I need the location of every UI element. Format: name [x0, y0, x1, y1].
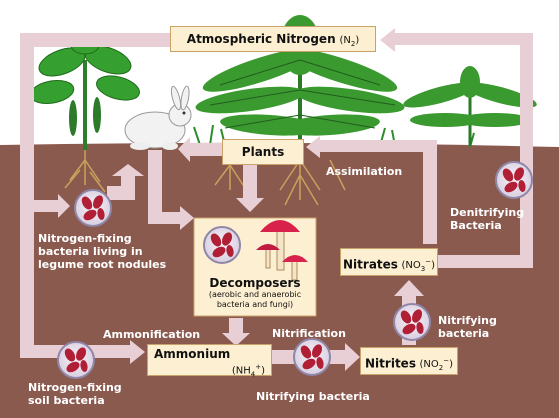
- mushroom-icon: [256, 220, 308, 281]
- ammonium-label: Ammonium: [154, 347, 231, 361]
- assimilation-label: Assimilation: [326, 165, 403, 178]
- nitrates-formula: (NO3−): [401, 258, 435, 274]
- nitrifying-bacteria-right-label: Nitrifying bacteria: [438, 314, 497, 340]
- soil-bacteria-icon: [57, 341, 95, 379]
- denitrifying-bacteria-label: Denitrifying Bacteria: [450, 206, 525, 232]
- decomposer-bacteria-icon: [203, 226, 241, 264]
- nitrates-node: Nitrates (NO3−): [340, 248, 438, 276]
- nitrates-label: Nitrates: [343, 257, 398, 272]
- denitrifying-bacteria-icon: [495, 161, 533, 199]
- decomposers-note-1: (aerobic and anaerobic: [208, 290, 302, 299]
- atmospheric-nitrogen-node: Atmospheric Nitrogen (N2): [170, 26, 376, 52]
- nodule-bacteria-icon: [74, 189, 112, 227]
- legume-plant-icon: [29, 35, 140, 150]
- nitrification-label: Nitrification: [272, 327, 346, 340]
- nitrogen-fixing-soil-label: Nitrogen-fixing soil bacteria: [28, 381, 122, 407]
- small-fern-icon: [403, 66, 537, 146]
- nitrites-node: Nitrites (NO2−): [360, 347, 458, 375]
- ammonium-node: Ammonium (NH4+): [147, 344, 272, 378]
- ammonium-formula: (NH4+): [231, 363, 265, 379]
- fern-plant-icon: [195, 15, 405, 145]
- decomposers-note-2: bacteria and fungi): [216, 300, 294, 309]
- nitrifying-bacteria-bottom-label: Nitrifying bacteria: [256, 390, 370, 403]
- atmospheric-nitrogen-formula: (N2): [339, 35, 360, 48]
- decomposers-label: Decomposers: [209, 276, 301, 290]
- grass-icon: [193, 124, 475, 148]
- nitrifying-bacteria-bottom-icon: [293, 338, 331, 376]
- plants-label: Plants: [241, 145, 285, 159]
- nitrifying-bacteria-right-icon: [393, 303, 431, 341]
- decomposers-node: Decomposers (aerobic and anaerobic bacte…: [194, 276, 316, 310]
- rabbit-icon: [124, 85, 192, 150]
- atmospheric-nitrogen-label: Atmospheric Nitrogen: [186, 32, 336, 46]
- plants-node: Plants: [222, 139, 304, 165]
- nitrites-formula: (NO2−): [419, 357, 453, 373]
- nitrites-label: Nitrites: [365, 356, 416, 371]
- ammonification-label: Ammonification: [103, 328, 201, 341]
- nitrogen-fixing-legume-label: Nitrogen-fixing bacteria living in legum…: [38, 232, 167, 271]
